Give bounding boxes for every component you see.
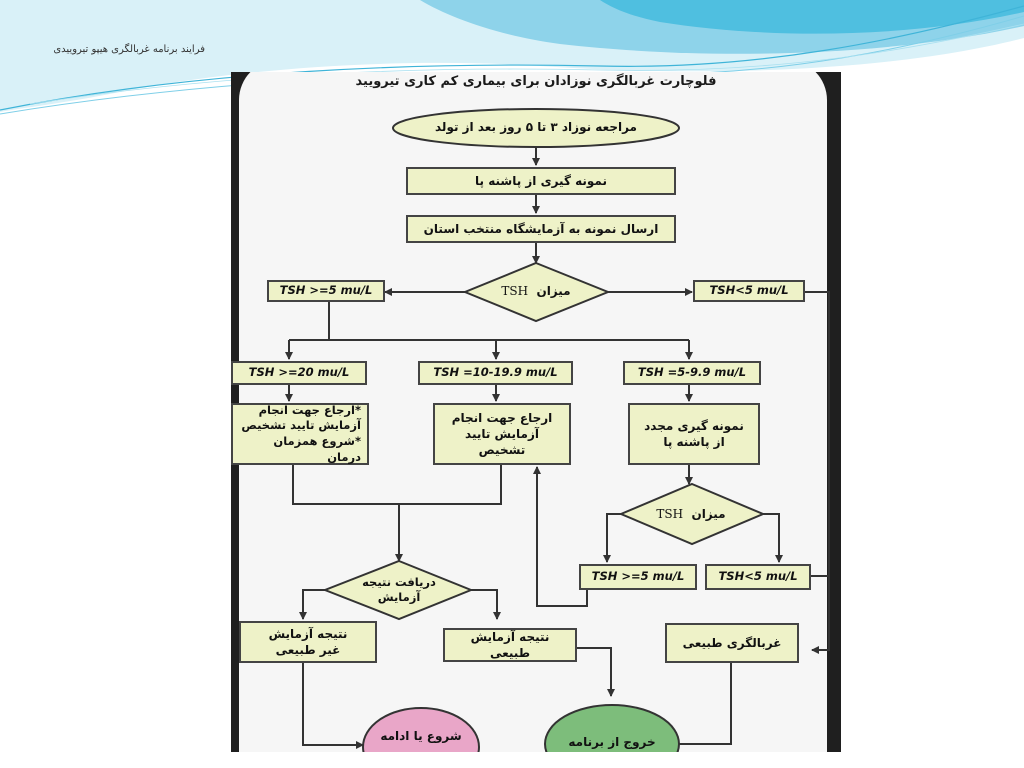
action-ge20-line-1: *ارجاع جهت انجام xyxy=(258,402,361,417)
slide-title: فرایند برنامه غربالگری هیپو تیروییدی xyxy=(53,44,205,55)
decision1-label: میزان TSH xyxy=(501,284,571,299)
decision2-label: میزان TSH xyxy=(656,507,726,522)
box-tsh2-lt5: TSH<5 mu/L xyxy=(705,564,811,590)
step-send-lab: ارسال نمونه به آزمایشگاه منتخب استان xyxy=(406,215,676,243)
action-10-19: ارجاع جهت انجام آزمایش تایید تشخیص xyxy=(433,403,571,465)
flowchart-title: فلوچارت غربالگری نوزادان برای بیماری کم … xyxy=(355,74,717,89)
step-sample-heel: نمونه گیری از پاشنه پا xyxy=(406,167,676,195)
action-ge20-line-3: *شروع همزمان درمان xyxy=(273,434,361,464)
box-tsh-lt5: TSH<5 mu/L xyxy=(693,280,805,302)
box-abnormal-result: نتیجه آزمایش غیر طبیعی xyxy=(239,621,377,663)
end-start-continue xyxy=(362,707,480,752)
start-label: مراجعه نوزاد ۳ تا ۵ روز بعد از تولد xyxy=(435,120,637,135)
box-tsh-ge20: TSH >=20 mu/L xyxy=(231,361,367,385)
decision-tsh-1 xyxy=(462,261,611,323)
end-continue-label: شروع یا ادامه xyxy=(380,729,462,744)
flowchart-connectors xyxy=(285,108,830,752)
flowchart-image: فلوچارت غربالگری نوزادان برای بیماری کم … xyxy=(231,72,841,752)
box-tsh-ge5: TSH >=5 mu/L xyxy=(267,280,385,302)
decision3-label: دریافت نتیجه آزمایش xyxy=(362,575,436,604)
end-exit-program xyxy=(544,704,680,752)
box-normal-screening: غربالگری طبیعی xyxy=(665,623,799,663)
header-swoosh xyxy=(0,0,1024,115)
action-ge20-line-2: آزمایش تایید تشخیص xyxy=(241,418,361,433)
action-ge20: *ارجاع جهت انجام آزمایش تایید تشخیص *شرو… xyxy=(231,403,369,465)
box-tsh-5-9: TSH =5-9.9 mu/L xyxy=(623,361,761,385)
box-tsh-10-19: TSH =10-19.9 mu/L xyxy=(418,361,573,385)
action-5-9: نمونه گیری مجدد از پاشنه پا xyxy=(628,403,760,465)
start-oval xyxy=(392,108,680,148)
box-normal-result: نتیجه آزمایش طبیعی xyxy=(443,628,577,662)
decision-result xyxy=(322,559,474,621)
decision-tsh-2 xyxy=(618,482,766,546)
box-tsh2-ge5: TSH >=5 mu/L xyxy=(579,564,697,590)
end-exit-label: خروج از برنامه xyxy=(568,735,656,750)
